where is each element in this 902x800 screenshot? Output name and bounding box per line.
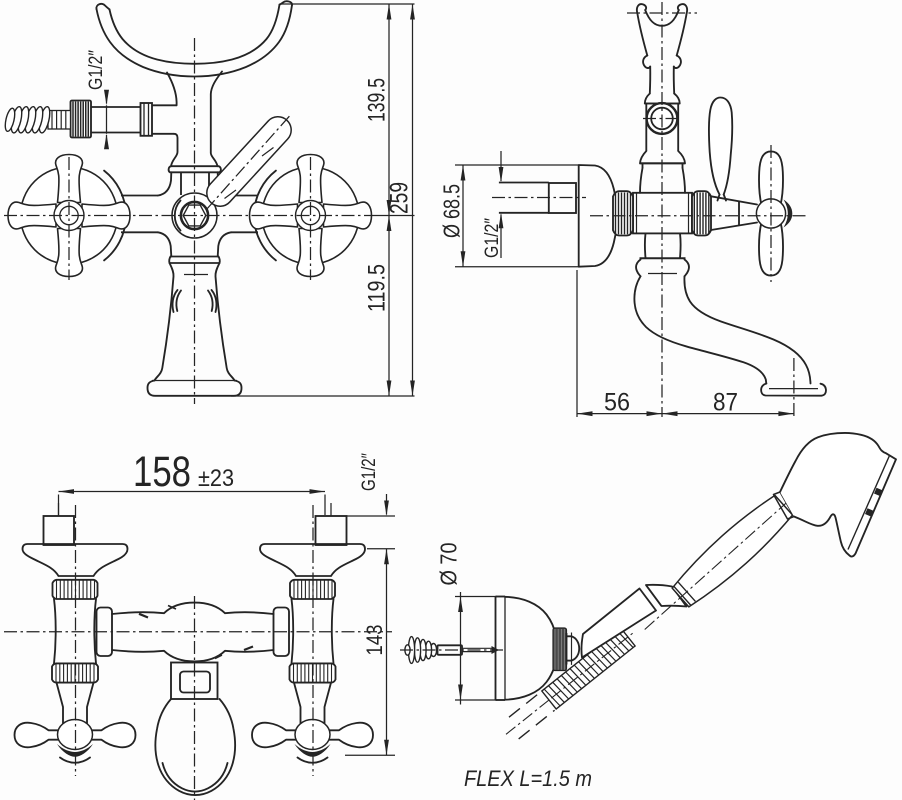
svg-text:158: 158 <box>133 448 191 496</box>
svg-text:56: 56 <box>604 389 630 417</box>
svg-text:G1/2″: G1/2″ <box>86 50 107 90</box>
svg-text:Ø 70: Ø 70 <box>436 543 462 586</box>
svg-text:G1/2″: G1/2″ <box>359 453 380 491</box>
svg-text:±23: ±23 <box>198 465 234 492</box>
svg-text:143: 143 <box>362 625 387 656</box>
svg-text:Ø 68.5: Ø 68.5 <box>439 184 465 238</box>
svg-text:139.5: 139.5 <box>364 78 391 122</box>
svg-text:FLEX L=1.5 m: FLEX L=1.5 m <box>464 766 592 791</box>
svg-text:87: 87 <box>713 389 738 417</box>
svg-text:119.5: 119.5 <box>364 264 391 312</box>
svg-text:G1/2″: G1/2″ <box>482 218 503 258</box>
svg-text:259: 259 <box>386 182 414 214</box>
